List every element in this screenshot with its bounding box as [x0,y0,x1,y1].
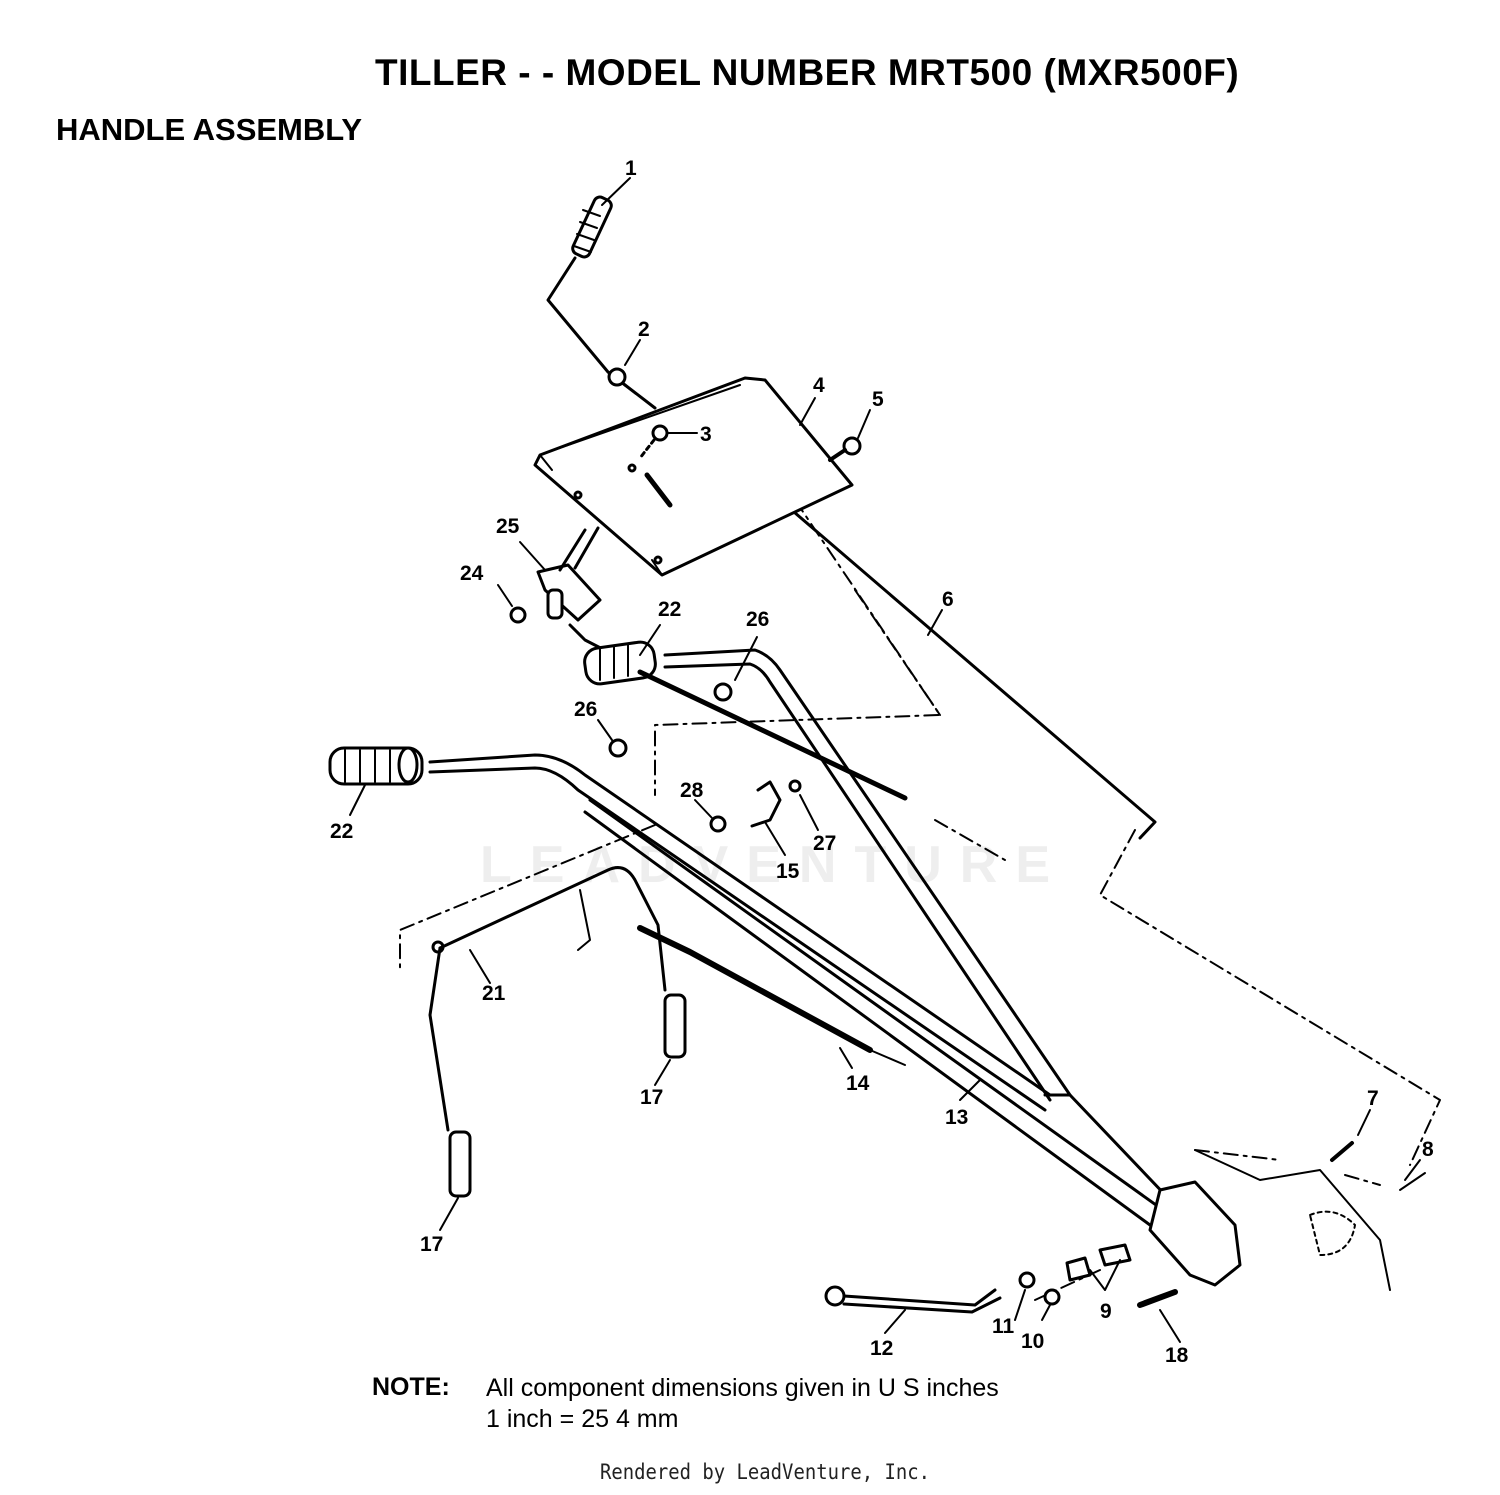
part-nut-26b [608,738,628,758]
callout-5: 5 [872,388,884,411]
callout-17a: 17 [640,1086,663,1109]
callout-17b: 17 [420,1233,443,1256]
callout-21: 21 [482,982,506,1005]
part-nut-10 [1043,1288,1061,1306]
callout-14: 14 [846,1072,870,1095]
part-cable-bracket [709,779,802,833]
part-bolt-18 [1137,1289,1178,1308]
part-clutch-cable [637,925,873,1053]
callout-9: 9 [1100,1300,1112,1323]
callout-12: 12 [870,1337,893,1360]
part-ferrule [607,367,627,387]
part-bolt-5 [828,436,862,462]
page-title: TILLER - - MODEL NUMBER MRT500 (MXR500F) [375,52,1240,93]
part-throttle-control [536,526,622,660]
part-throttle-rod [546,195,627,387]
callout-2: 2 [638,318,650,341]
callout-3: 3 [700,423,712,446]
note-text-dimensions: All component dimensions given in U S in… [486,1374,999,1402]
part-handle-frame [428,648,1172,1227]
callout-4: 4 [813,374,825,397]
callout-26a: 26 [746,608,769,631]
callout-28: 28 [680,779,704,802]
part-grips [328,640,657,786]
callout-10: 10 [1021,1330,1044,1353]
part-bolt-7 [1330,1141,1354,1162]
callout-7: 7 [1367,1087,1379,1110]
callout-15: 15 [776,860,800,883]
callout-1: 1 [625,157,637,180]
part-shift-plate-9 [1065,1243,1132,1282]
part-bail [428,866,667,1132]
callout-26b: 26 [574,698,597,721]
callout-labels: 1 2 3 4 5 6 7 8 9 10 11 12 13 14 15 17 1… [330,157,1434,1367]
callout-8: 8 [1422,1138,1434,1161]
callout-11: 11 [992,1315,1015,1338]
callout-25: 25 [496,515,520,538]
part-nut-26a [713,682,733,702]
part-pin-8 [1399,1172,1426,1191]
part-shift-lever [824,1285,1002,1314]
section-title: HANDLE ASSEMBLY [56,112,363,147]
callout-24: 24 [460,562,484,585]
callout-22b: 22 [330,820,353,843]
part-nut-24 [509,606,527,624]
callout-13: 13 [945,1106,968,1129]
part-control-panel [533,376,854,577]
callout-22a: 22 [658,598,681,621]
part-washer-11 [1018,1271,1036,1289]
part-long-rod [623,383,1157,840]
callout-18: 18 [1165,1344,1189,1367]
note-label: NOTE: [372,1373,450,1401]
leader-lines [349,177,1421,1343]
footer-credit: Rendered by LeadVenture, Inc. [600,1460,930,1484]
part-throttle-cable [637,669,908,801]
callout-6: 6 [942,588,954,611]
callout-27: 27 [813,832,836,855]
note-text-conversion: 1 inch = 25 4 mm [486,1405,679,1433]
part-springs [448,993,687,1198]
part-lower-bracket [1148,1149,1391,1291]
